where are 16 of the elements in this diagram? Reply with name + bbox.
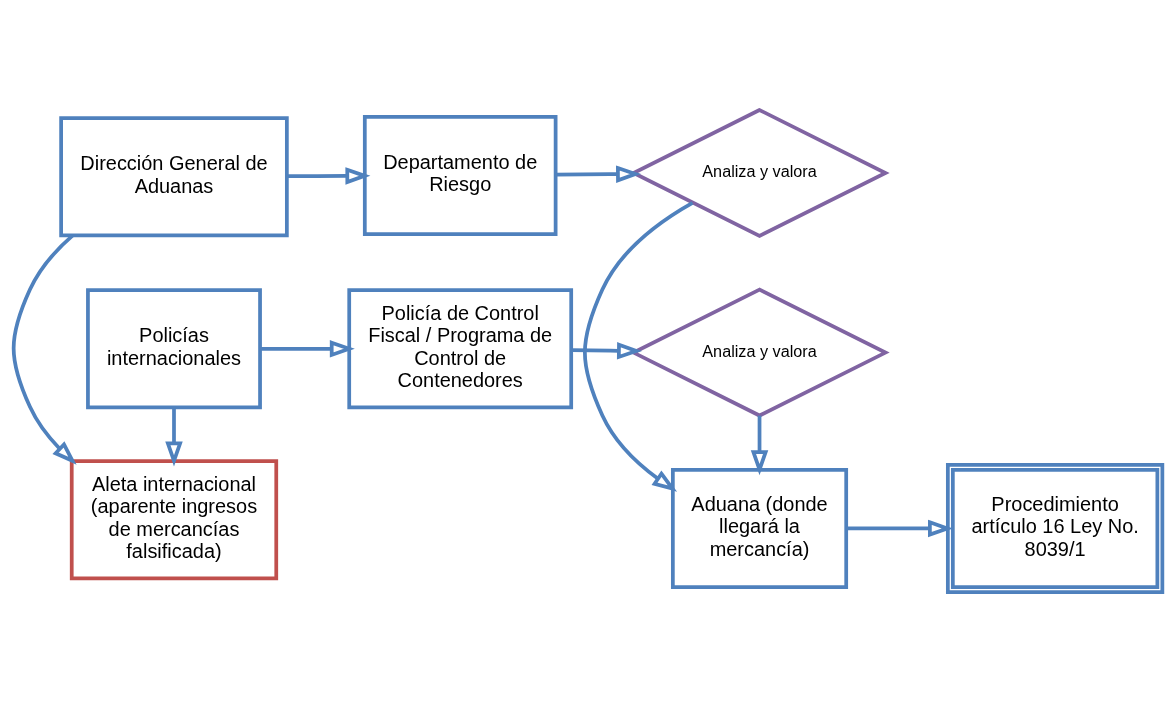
arrow xyxy=(846,519,953,538)
node-box: Policía de Control Fiscal / Programa de Control de Contenedores xyxy=(347,288,574,410)
arrow xyxy=(750,415,769,476)
node-box: Aleta internacional (aparente ingresos de mercancías falsificada) xyxy=(69,459,279,581)
node-box: Dirección General de Aduanas xyxy=(59,116,289,238)
node-box: Procedimiento artículo 16 Ley No. 8039/1 xyxy=(946,462,1165,594)
arrow xyxy=(555,165,642,183)
arrow xyxy=(286,167,371,185)
arrow xyxy=(571,342,643,360)
node-box: Aduana (donde llegará la mercancía) xyxy=(671,467,849,589)
node-box: Policías internacionales xyxy=(86,288,262,410)
arrow xyxy=(11,234,77,465)
node-box: Departamento de Riesgo xyxy=(362,114,558,236)
arrow xyxy=(260,340,355,358)
arrow xyxy=(583,201,694,492)
arrow xyxy=(165,407,183,467)
